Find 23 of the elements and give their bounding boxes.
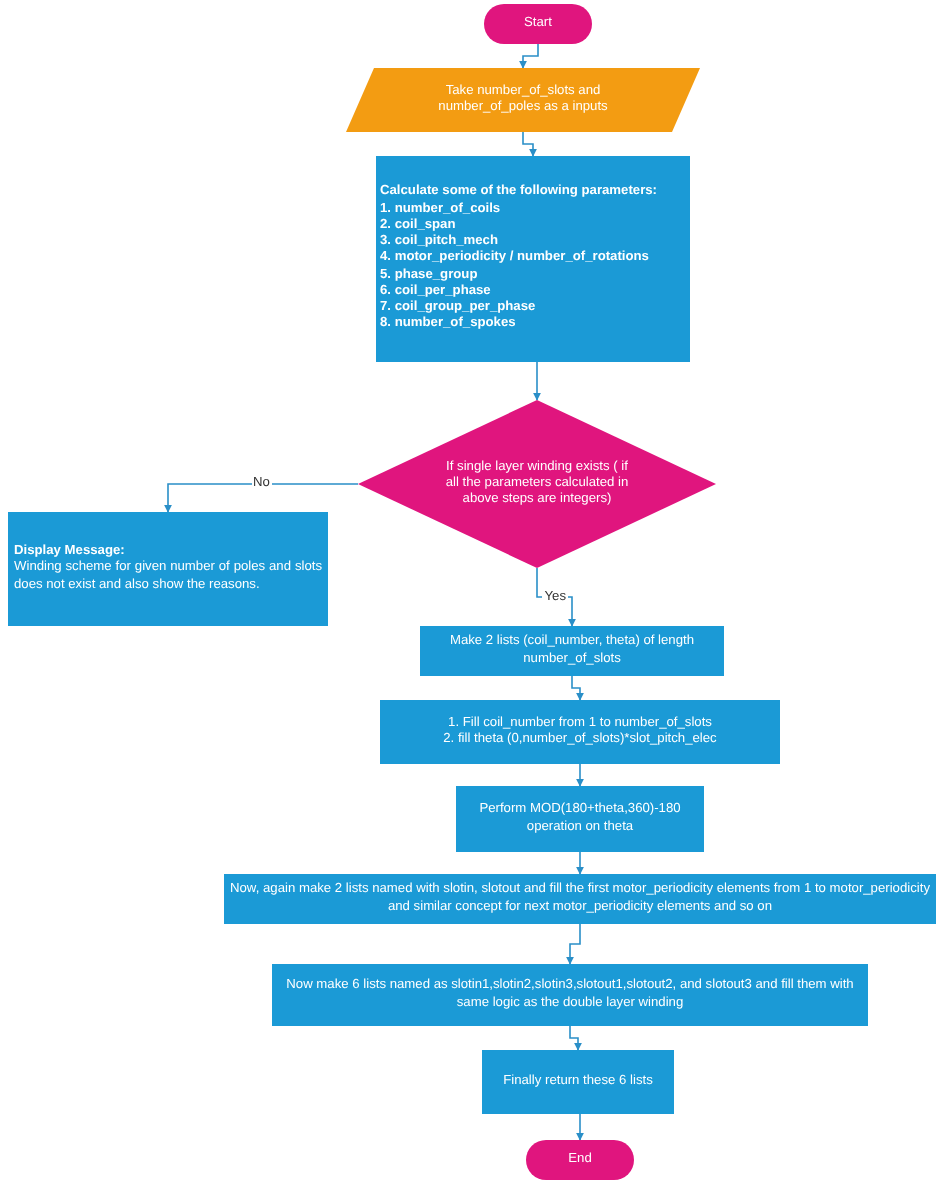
arrow xyxy=(569,1025,582,1051)
arrow xyxy=(164,483,359,513)
arrow xyxy=(533,361,541,401)
process-box xyxy=(456,786,704,852)
decision-diamond xyxy=(358,400,716,568)
process-box xyxy=(482,1050,674,1114)
arrow xyxy=(519,43,539,69)
arrow xyxy=(571,675,584,701)
process-box xyxy=(224,874,936,924)
process-box xyxy=(376,156,690,362)
process-box xyxy=(272,964,868,1026)
arrow xyxy=(536,567,576,627)
arrow xyxy=(566,923,581,965)
arrow xyxy=(522,131,537,157)
process-box xyxy=(380,700,780,764)
process-box xyxy=(8,512,328,626)
arrow xyxy=(576,851,584,875)
process-box xyxy=(420,626,724,676)
terminal-pill xyxy=(526,1140,634,1180)
terminal-pill xyxy=(484,4,592,44)
input-parallelogram xyxy=(346,68,700,132)
arrow xyxy=(576,1113,584,1141)
arrow xyxy=(576,763,584,787)
